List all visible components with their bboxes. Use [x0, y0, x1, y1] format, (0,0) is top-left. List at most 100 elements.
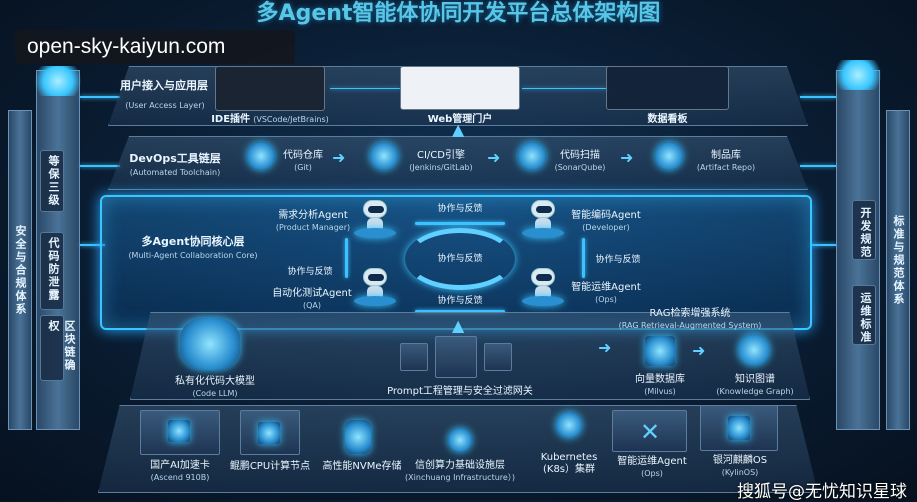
ide-screenshot[interactable] — [215, 66, 325, 111]
infra-label-sub: (Xinchuang Infrastructure）) — [405, 473, 515, 482]
artifact-label: 制品库 (Artifact Repo) — [690, 150, 762, 174]
brain-icon — [180, 318, 240, 370]
scan-label-main: 代码扫描 — [560, 150, 600, 161]
kylin-label-sub: (KylinOS) — [721, 468, 759, 477]
ascend-label: 国产AI加速卡(Ascend 910B) — [138, 460, 222, 484]
scan-label: 代码扫描(SonarQube) — [548, 150, 612, 174]
devops-layer-sub: (Automated Toolchain) — [129, 168, 221, 177]
cycle-arrows-icon — [405, 228, 515, 290]
right-pillar-glow — [833, 60, 883, 90]
ops-agent-label: 智能运维Agent(Ops) — [610, 456, 694, 480]
llm-label-sub: (Code LLM) — [192, 389, 238, 398]
monitor-panel — [612, 410, 687, 452]
kg-label-sub: (Knowledge Graph) — [716, 387, 794, 396]
cicd-label-main: CI/CD引擎 — [417, 150, 465, 161]
gateway-server-icon — [435, 336, 477, 378]
cpu-icon — [258, 422, 280, 444]
connector-line — [330, 88, 400, 89]
milvus-label-sub: (Milvus) — [644, 387, 676, 396]
arrow-up-icon: ▲ — [452, 316, 465, 335]
feedback-label-top: 协作与反馈 — [437, 204, 483, 214]
milvus-label-main: 向量数据库 — [635, 374, 685, 385]
artifact-label-sub: (Artifact Repo) — [696, 163, 756, 172]
rag-title: RAG检索增强系统(RAG Retrieval-Augmented System… — [615, 308, 765, 332]
feedback-label-center: 协作与反馈 — [437, 254, 483, 264]
connector-line — [810, 244, 836, 246]
chip-icon — [168, 420, 190, 442]
agent-qa-label: 自动化测试Agent(QA) — [266, 288, 358, 312]
devops-layer-label: DevOps工具链层 — [129, 152, 221, 165]
ascend-label-sub: (Ascend 910B) — [150, 473, 210, 482]
infra-label-main: 信创算力基础设施层 — [415, 460, 505, 471]
gateway-panel-icon — [484, 343, 512, 371]
right-item-panel: 开发规范 — [852, 200, 876, 260]
user-layer-sub: (User Access Layer) — [125, 101, 205, 110]
gateway-panel-icon — [400, 343, 428, 371]
kubernetes-icon — [556, 412, 582, 438]
feedback-arrow-left — [345, 238, 348, 278]
robot-pm-icon — [354, 200, 396, 238]
watermark-top: open-sky-kaiyun.com — [15, 30, 295, 64]
agent-ops-name: 智能运维Agent — [571, 282, 641, 293]
robot-ops-icon — [522, 268, 564, 306]
ide-label-main: IDE插件 — [211, 114, 251, 125]
left-item-panel: 代码防泄露 — [40, 232, 64, 310]
feedback-label-bottom: 协作与反馈 — [437, 296, 483, 306]
database-icon — [345, 420, 371, 454]
feedback-arrow-bottom — [415, 310, 505, 313]
watermark-bottom: 搜狐号@无忧知识星球 — [737, 482, 907, 502]
cicd-label-sub: (Jenkins/GitLab) — [409, 163, 473, 172]
connector-line — [80, 96, 120, 98]
right-item-panel: 运维标准 — [852, 285, 876, 345]
agent-dev-name: 智能编码Agent — [571, 210, 641, 221]
arrow-up-icon: ▲ — [452, 120, 465, 139]
ide-label-sub: (VSCode/JetBrains) — [253, 115, 329, 124]
left-outer-bar — [8, 110, 32, 430]
agent-qa-role: (QA) — [302, 301, 321, 310]
feedback-arrow-right — [582, 238, 585, 278]
devops-layer — [108, 136, 808, 190]
left-item-label: 等保三级 — [47, 155, 60, 207]
shield-icon — [518, 142, 546, 170]
arrow-right-icon: ➜ — [598, 338, 612, 357]
kubernetes-icon — [448, 428, 472, 452]
left-item-label: 代码防泄露 — [47, 237, 60, 302]
feedback-arrow-top — [415, 222, 505, 225]
arrow-right-icon: ➜ — [620, 148, 634, 167]
connector-line — [522, 88, 606, 89]
agent-pm-role: (Product Manager) — [275, 223, 351, 232]
connector-line — [80, 244, 105, 246]
llm-label-main: 私有化代码大模型 — [175, 376, 255, 387]
dashboard-screenshot[interactable] — [606, 66, 729, 110]
user-layer-label: 用户接入与应用层 — [120, 79, 208, 92]
agent-dev-role: (Developer) — [582, 223, 630, 232]
artifact-label-main: 制品库 — [711, 150, 741, 161]
git-icon — [247, 142, 275, 170]
web-portal-screenshot[interactable] — [400, 66, 520, 110]
agent-ops-role: (Ops) — [595, 295, 617, 304]
left-pillar-glow — [33, 66, 83, 96]
cubes-icon — [655, 142, 683, 170]
kunpeng-label: 鲲鹏CPU计算节点 — [229, 461, 311, 472]
arrow-right-icon: ➜ — [692, 341, 706, 360]
arrow-right-icon: ➜ — [487, 148, 501, 167]
connector-line — [80, 165, 120, 167]
left-pillar-label: 安全与合规体系 — [14, 225, 27, 316]
git-label-sub: (Git) — [294, 163, 312, 172]
nvme-label: 高性能NVMe存储 — [322, 461, 402, 472]
connector-line — [800, 165, 836, 167]
server-rack — [700, 405, 778, 451]
core-layer-sub: (Multi-Agent Collaboration Core) — [128, 251, 258, 260]
right-item-label: 运维标准 — [859, 292, 872, 344]
agent-pm-label: 需求分析Agent(Product Manager) — [268, 210, 358, 234]
vector-db-icon — [645, 336, 675, 366]
kg-label-main: 知识图谱 — [735, 374, 775, 385]
right-pillar-label: 标准与规范体系 — [892, 215, 905, 306]
ops-agent-label-sub: (Ops) — [641, 469, 663, 478]
rag-label-sub: (RAG Retrieval-Augmented System) — [618, 321, 762, 330]
agent-ops-label: 智能运维Agent (Ops) — [566, 282, 646, 306]
agent-dev-label: 智能编码Agent (Developer) — [566, 210, 646, 234]
infra-layer-label: 信创算力基础设施层 (Xinchuang Infrastructure）) — [405, 460, 515, 484]
ide-label: IDE插件 (VSCode/JetBrains) — [190, 114, 350, 126]
feedback-label-right: 协作与反馈 — [595, 255, 641, 265]
